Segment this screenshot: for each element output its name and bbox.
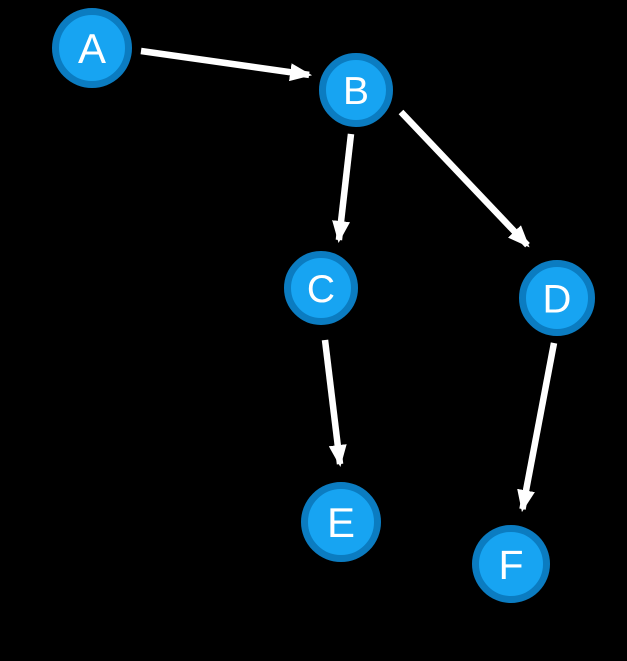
nodes-layer: A B C D E F xyxy=(52,8,595,603)
node-circle-a[interactable] xyxy=(52,8,132,88)
graph-node-c[interactable]: C xyxy=(284,251,358,325)
edge-b-to-c xyxy=(332,133,355,244)
edge-d-to-f xyxy=(517,342,558,513)
node-circle-c[interactable] xyxy=(284,251,358,325)
graph-node-a[interactable]: A xyxy=(52,8,132,88)
node-circle-d[interactable] xyxy=(519,260,595,336)
graph-node-f[interactable]: F xyxy=(472,525,550,603)
edge-a-to-b xyxy=(140,47,313,82)
node-circle-e[interactable] xyxy=(301,482,381,562)
node-circle-f[interactable] xyxy=(472,525,550,603)
edge-c-to-e xyxy=(321,339,347,468)
graph-node-b[interactable]: B xyxy=(319,53,393,127)
graph-node-e[interactable]: E xyxy=(301,482,381,562)
node-circle-b[interactable] xyxy=(319,53,393,127)
edges-layer xyxy=(140,47,558,513)
graph-node-d[interactable]: D xyxy=(519,260,595,336)
edge-b-to-d xyxy=(398,109,530,248)
